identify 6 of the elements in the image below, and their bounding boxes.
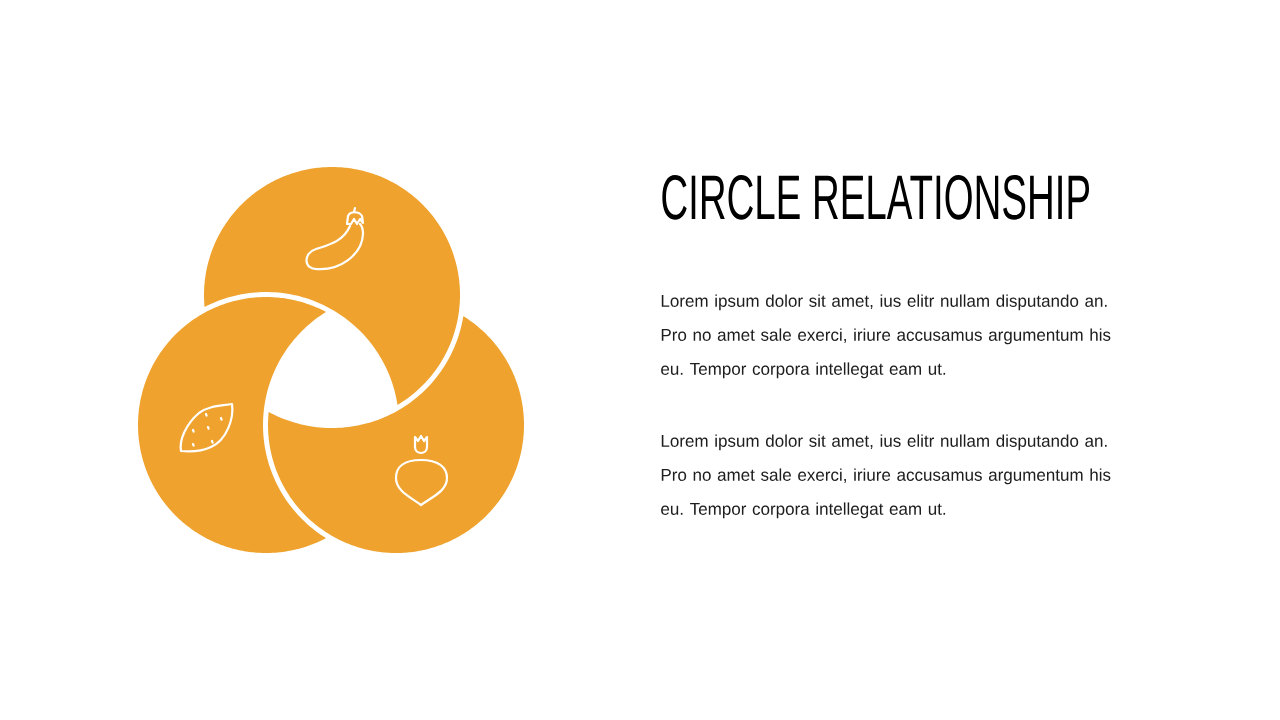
paragraph: Lorem ipsum dolor sit amet, ius elitr nullam disputando an. Pro no amet sale exerci, iriure accusamus argumentum his eu. Tempor corpora intellegat eam ut. [661, 294, 1111, 379]
title: CIRCLE RELATIONSHIP [662, 175, 1089, 220]
crescent [138, 297, 326, 553]
paragraph: Lorem ipsum dolor sit amet, ius elitr nullam disputando an. Pro no amet sale exerci, iriure accusamus argumentum his eu. Tempor corpora intellegat eam ut. [661, 434, 1111, 519]
crescent [268, 316, 524, 553]
crescent [204, 167, 460, 405]
